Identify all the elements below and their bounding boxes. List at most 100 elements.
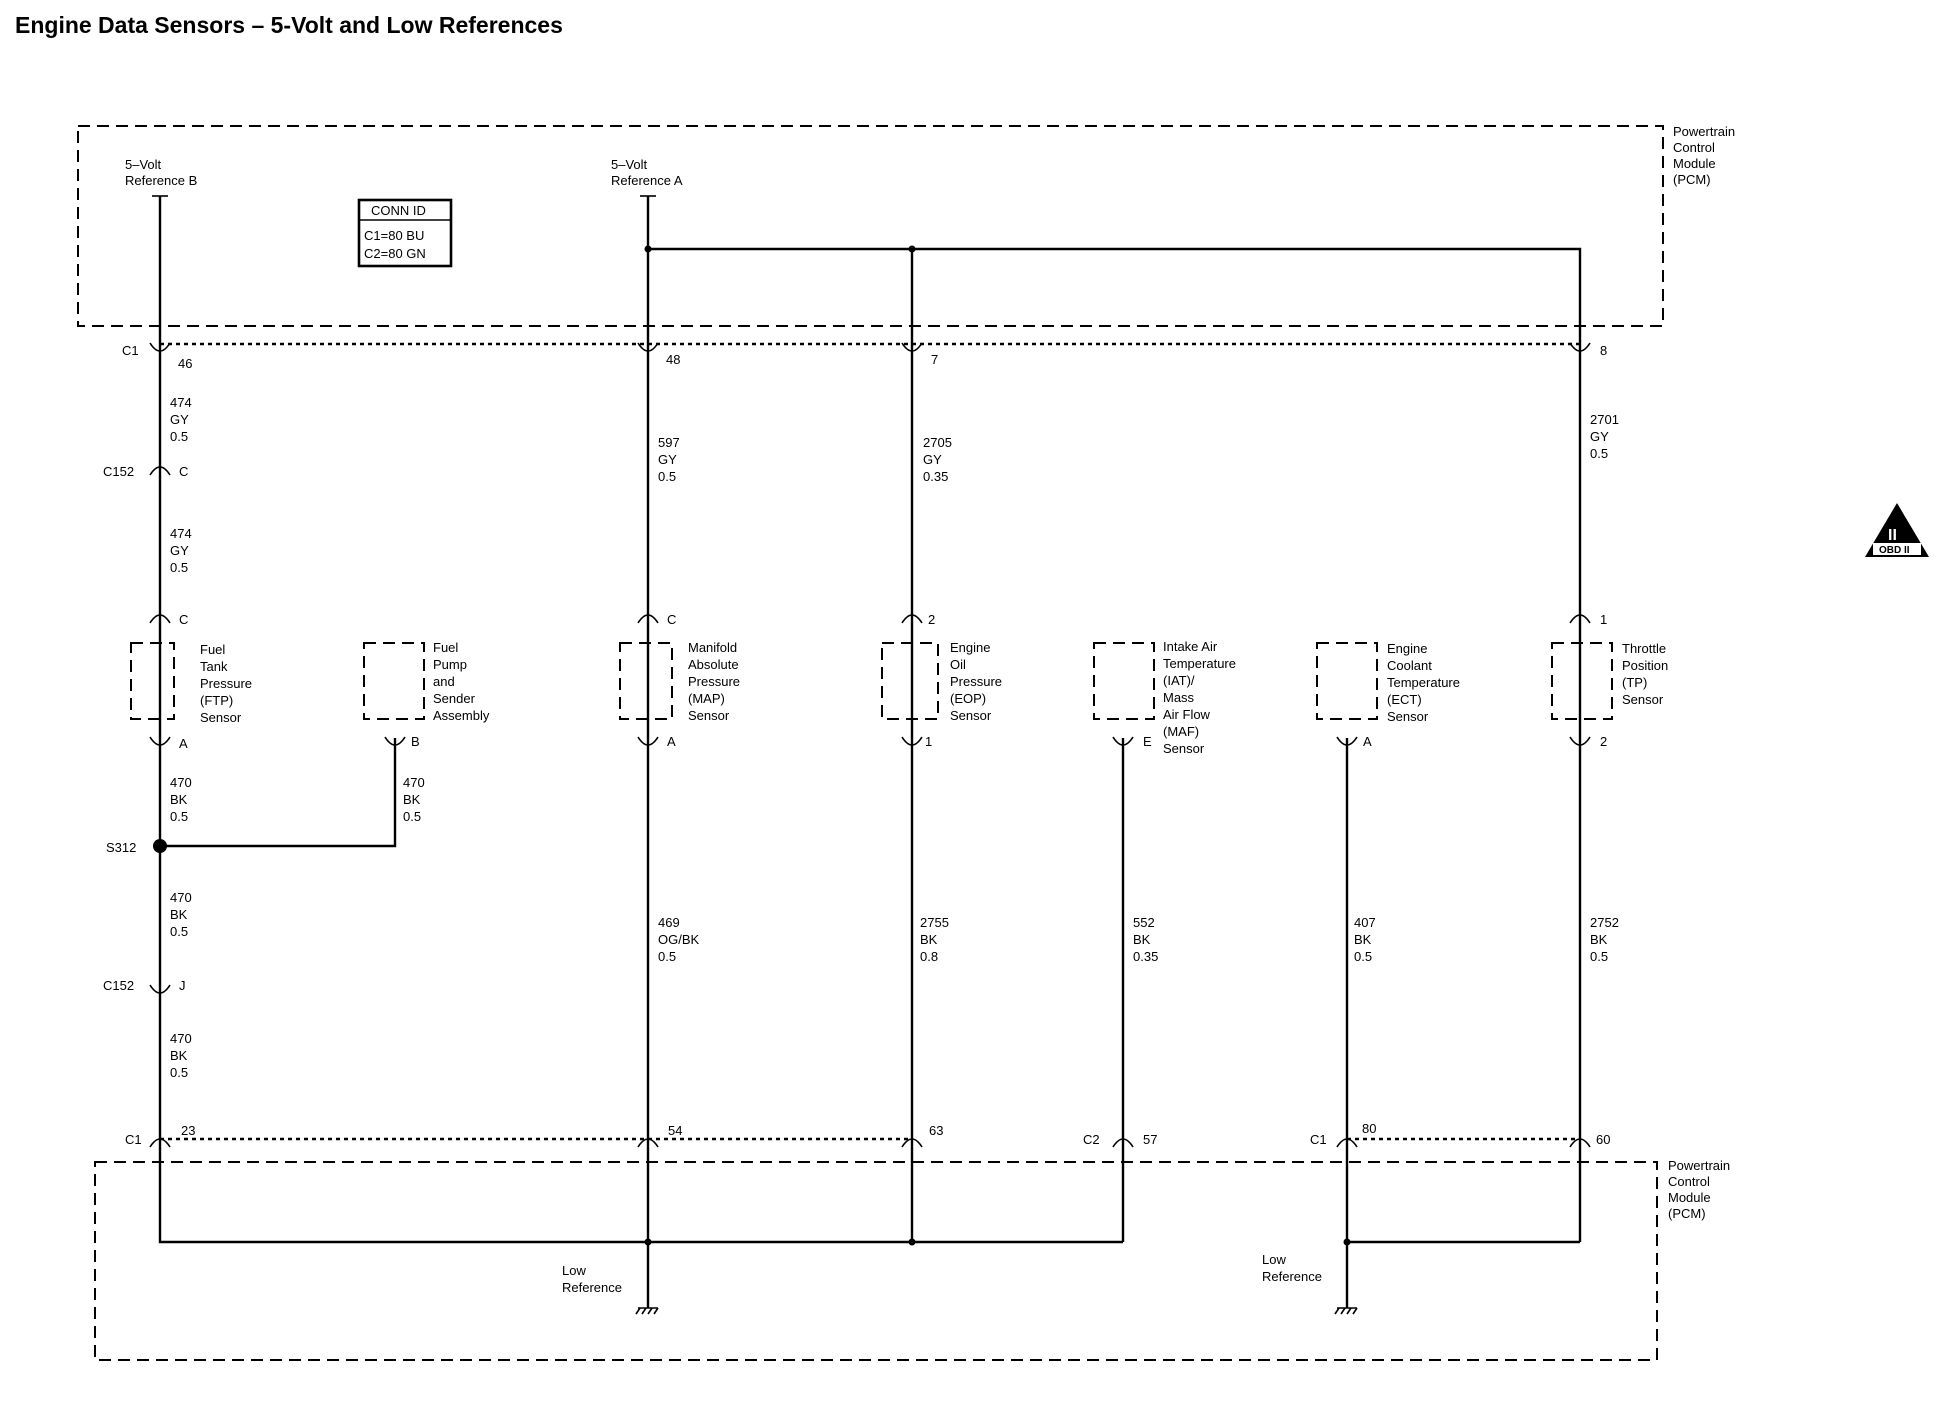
svg-text:(ECT): (ECT)	[1387, 692, 1422, 707]
svg-text:C: C	[667, 612, 676, 627]
svg-text:(EOP): (EOP)	[950, 691, 986, 706]
wire-label-tp-low: 2752 BK 0.5	[1590, 915, 1619, 964]
ect-sensor-label: Engine Coolant Temperature (ECT) Sensor	[1387, 641, 1460, 724]
svg-text:Absolute: Absolute	[688, 657, 739, 672]
svg-text:0.35: 0.35	[1133, 949, 1158, 964]
pcm-label-top: Powertrain Control Module (PCM)	[1673, 124, 1735, 187]
svg-text:(PCM): (PCM)	[1668, 1206, 1706, 1221]
svg-text:Temperature: Temperature	[1387, 675, 1460, 690]
svg-text:0.5: 0.5	[403, 809, 421, 824]
svg-text:BK: BK	[1354, 932, 1372, 947]
svg-text:0.5: 0.5	[658, 469, 676, 484]
wire-label-ftp-mid: 474 GY 0.5	[170, 526, 192, 575]
svg-text:Coolant: Coolant	[1387, 658, 1432, 673]
svg-text:Position: Position	[1622, 658, 1668, 673]
svg-text:Pressure: Pressure	[950, 674, 1002, 689]
connector-arcs	[149, 342, 1591, 1148]
svg-text:Reference A: Reference A	[611, 173, 683, 188]
svg-text:Fuel: Fuel	[433, 640, 458, 655]
ref-b-label: 5–Volt Reference B	[125, 157, 197, 188]
svg-text:0.5: 0.5	[658, 949, 676, 964]
svg-text:GY: GY	[1590, 429, 1609, 444]
svg-text:0.5: 0.5	[170, 560, 188, 575]
ref-a-label: 5–Volt Reference A	[611, 157, 683, 188]
svg-text:2752: 2752	[1590, 915, 1619, 930]
ground-symbol-left	[635, 1307, 659, 1315]
svg-text:Pressure: Pressure	[200, 676, 252, 691]
wire-fuel-pump	[160, 738, 397, 848]
wire-label-splice-low: 470 BK 0.5	[170, 890, 192, 939]
svg-text:470: 470	[170, 890, 192, 905]
wire-label-ftp-bottom: 470 BK 0.5	[170, 1031, 192, 1080]
svg-text:Sensor: Sensor	[200, 710, 242, 725]
svg-text:BK: BK	[403, 792, 421, 807]
svg-text:OBD II: OBD II	[1879, 545, 1910, 556]
svg-text:Oil: Oil	[950, 657, 966, 672]
svg-text:Control: Control	[1673, 140, 1715, 155]
svg-text:BK: BK	[170, 907, 188, 922]
svg-text:J: J	[179, 978, 186, 993]
svg-text:Mass: Mass	[1163, 690, 1195, 705]
conn-id-box: CONN ID C1=80 BU C2=80 GN	[357, 198, 453, 268]
s312-label: S312	[106, 840, 136, 855]
splice-s312	[153, 839, 167, 853]
wire-label-ect-low: 407 BK 0.5	[1354, 915, 1376, 964]
wire-label-map-top: 597 GY 0.5	[658, 435, 680, 484]
obd-ii-badge: II OBD II	[1865, 503, 1929, 557]
svg-text:48: 48	[666, 352, 680, 367]
svg-text:Control: Control	[1668, 1174, 1710, 1189]
wire-label-eop-low: 2755 BK 0.8	[920, 915, 949, 964]
svg-text:(IAT)/: (IAT)/	[1163, 673, 1195, 688]
svg-text:474: 474	[170, 526, 192, 541]
svg-text:Module: Module	[1668, 1190, 1711, 1205]
svg-text:and: and	[433, 674, 455, 689]
svg-text:C2=80 GN: C2=80 GN	[364, 246, 426, 261]
svg-text:0.5: 0.5	[170, 924, 188, 939]
svg-text:Low: Low	[562, 1263, 586, 1278]
c1-label-bottom-left: C1	[125, 1132, 142, 1147]
wire-label-pump-low: 470 BK 0.5	[403, 775, 425, 824]
svg-text:Sensor: Sensor	[1622, 692, 1664, 707]
svg-text:0.35: 0.35	[923, 469, 948, 484]
svg-text:Pressure: Pressure	[688, 674, 740, 689]
svg-text:597: 597	[658, 435, 680, 450]
c1-label-bottom-right: C1	[1310, 1132, 1327, 1147]
svg-text:B: B	[411, 734, 420, 749]
svg-text:(PCM): (PCM)	[1673, 172, 1711, 187]
svg-text:Manifold: Manifold	[688, 640, 737, 655]
page-title: Engine Data Sensors – 5-Volt and Low Ref…	[15, 12, 563, 38]
svg-text:Powertrain: Powertrain	[1668, 1158, 1730, 1173]
svg-text:8: 8	[1600, 343, 1607, 358]
svg-text:(TP): (TP)	[1622, 675, 1647, 690]
svg-text:470: 470	[170, 1031, 192, 1046]
svg-text:0.5: 0.5	[170, 1065, 188, 1080]
svg-text:BK: BK	[1590, 932, 1608, 947]
svg-text:Powertrain: Powertrain	[1673, 124, 1735, 139]
c152-label-lower: C152	[103, 978, 134, 993]
svg-text:Sensor: Sensor	[1163, 741, 1205, 756]
svg-text:BK: BK	[1133, 932, 1151, 947]
svg-text:(FTP): (FTP)	[200, 693, 233, 708]
svg-text:Sensor: Sensor	[1387, 709, 1429, 724]
map-sensor-label: Manifold Absolute Pressure (MAP) Sensor	[688, 640, 740, 723]
svg-text:80: 80	[1362, 1121, 1376, 1136]
svg-text:Reference: Reference	[562, 1280, 622, 1295]
svg-text:GY: GY	[923, 452, 942, 467]
iat-maf-sensor-label: Intake Air Temperature (IAT)/ Mass Air F…	[1163, 639, 1236, 756]
svg-text:GY: GY	[170, 412, 189, 427]
fuel-pump-label: Fuel Pump and Sender Assembly	[433, 640, 490, 723]
svg-text:Intake Air: Intake Air	[1163, 639, 1218, 654]
svg-text:5–Volt: 5–Volt	[125, 157, 162, 172]
svg-text:(MAF): (MAF)	[1163, 724, 1199, 739]
svg-text:469: 469	[658, 915, 680, 930]
svg-text:Tank: Tank	[200, 659, 228, 674]
ftp-sensor-label: Fuel Tank Pressure (FTP) Sensor	[200, 642, 252, 725]
svg-text:2701: 2701	[1590, 412, 1619, 427]
svg-text:Sensor: Sensor	[950, 708, 992, 723]
svg-text:5–Volt: 5–Volt	[611, 157, 648, 172]
wire-label-tp-top: 2701 GY 0.5	[1590, 412, 1619, 461]
svg-text:0.8: 0.8	[920, 949, 938, 964]
svg-text:7: 7	[931, 352, 938, 367]
svg-text:CONN ID: CONN ID	[371, 203, 426, 218]
